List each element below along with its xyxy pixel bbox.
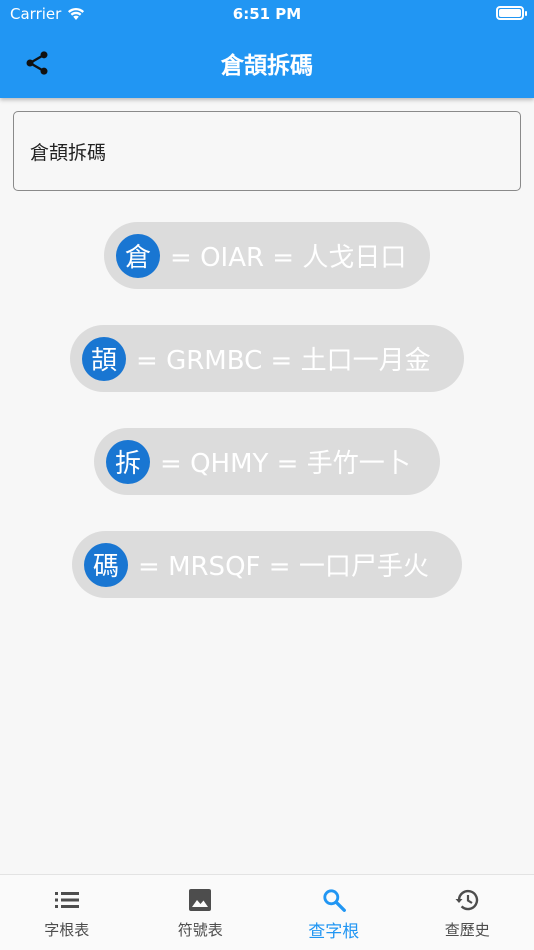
cangjie-code: OIAR <box>200 243 265 273</box>
result-chip[interactable]: 碼 = MRSQF = 一口尸手火 <box>72 531 462 598</box>
app-title: 倉頡拆碼 <box>221 53 313 79</box>
battery-icon <box>496 6 527 20</box>
share-button[interactable] <box>18 44 56 82</box>
result-text: = QHMY = 手竹一卜 <box>160 449 411 479</box>
nav-label: 查歷史 <box>444 921 490 939</box>
cangjie-code: GRMBC <box>166 346 263 376</box>
char-avatar: 拆 <box>106 439 150 484</box>
bottom-nav: 字根表 符號表 查字根 查歷史 <box>0 874 534 950</box>
nav-label: 符號表 <box>177 921 223 939</box>
image-icon <box>187 887 213 913</box>
cangjie-code: QHMY <box>190 449 269 479</box>
carrier-info: Carrier <box>10 5 85 23</box>
char-avatar: 頡 <box>82 336 126 381</box>
nav-item-history[interactable]: 查歷史 <box>401 875 534 950</box>
cangjie-code: MRSQF <box>168 552 261 582</box>
wifi-icon <box>68 7 85 20</box>
radicals: 一口尸手火 <box>298 552 429 582</box>
result-chip[interactable]: 頡 = GRMBC = 土口一月金 <box>70 325 464 392</box>
search-input[interactable] <box>13 111 521 191</box>
status-bar: Carrier 6:51 PM <box>0 0 534 28</box>
share-icon <box>26 51 48 75</box>
nav-item-radical-table[interactable]: 字根表 <box>0 875 134 950</box>
app-bar: Carrier 6:51 PM 倉頡拆碼 <box>0 0 534 98</box>
result-text: = GRMBC = 土口一月金 <box>136 346 431 376</box>
radicals: 人戈日口 <box>302 243 407 273</box>
search-icon <box>321 887 347 913</box>
nav-label: 查字根 <box>308 922 360 942</box>
carrier-label: Carrier <box>10 5 62 23</box>
radicals: 手竹一卜 <box>306 449 411 479</box>
char-avatar: 碼 <box>84 542 128 587</box>
list-icon <box>54 887 80 913</box>
result-text: = OIAR = 人戈日口 <box>170 243 407 273</box>
nav-label: 字根表 <box>44 921 90 939</box>
char-avatar: 倉 <box>116 233 160 278</box>
radicals: 土口一月金 <box>300 346 431 376</box>
result-chip[interactable]: 拆 = QHMY = 手竹一卜 <box>94 428 440 495</box>
nav-item-lookup[interactable]: 查字根 <box>267 875 401 950</box>
history-icon <box>454 887 480 913</box>
status-time: 6:51 PM <box>232 5 302 23</box>
nav-item-symbol-table[interactable]: 符號表 <box>134 875 268 950</box>
result-chip[interactable]: 倉 = OIAR = 人戈日口 <box>104 222 430 289</box>
result-text: = MRSQF = 一口尸手火 <box>138 552 429 582</box>
